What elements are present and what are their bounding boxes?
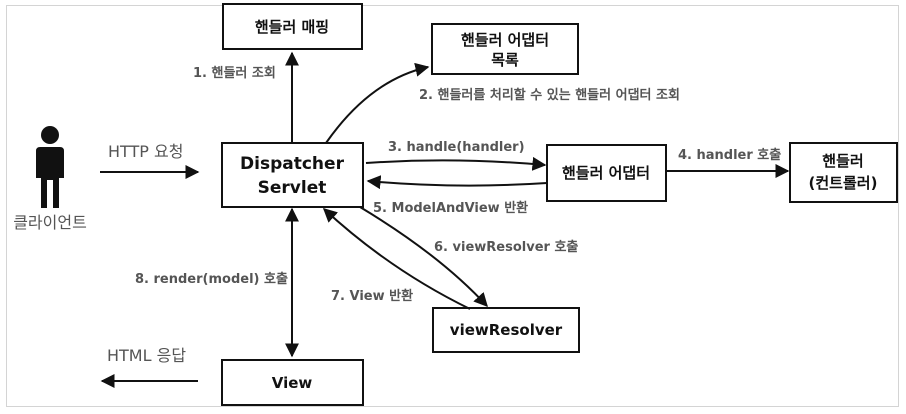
step8-label: 8. render(model) 호출	[135, 271, 288, 287]
handler-controller-box: 핸들러 (컨트롤러)	[789, 142, 898, 203]
step6-arrow	[359, 206, 488, 308]
view-resolver-label: viewResolver	[450, 321, 563, 339]
step4-label: 4. handler 호출	[678, 147, 781, 163]
view-box: View	[221, 359, 364, 406]
handler-mapping-box: 핸들러 매핑	[222, 3, 363, 50]
handler-label-line1: 핸들러	[822, 152, 863, 170]
view-label: View	[272, 374, 313, 392]
step6-label: 6. viewResolver 호출	[434, 239, 578, 255]
step1-label: 1. 핸들러 조회	[193, 65, 276, 81]
step2-arrow	[325, 62, 430, 144]
step5-label: 5. ModelAndView 반환	[373, 200, 528, 216]
view-resolver-box: viewResolver	[432, 307, 580, 353]
step2-label: 2. 핸들러를 처리할 수 있는 핸들러 어댑터 조회	[419, 87, 680, 103]
html-response-label: HTML 응답	[107, 346, 186, 365]
handler-mapping-label: 핸들러 매핑	[255, 18, 329, 36]
handler-adapter-label: 핸들러 어댑터	[562, 164, 650, 182]
adapter-list-label-line1: 핸들러 어댑터	[461, 31, 549, 49]
step5-arrow	[366, 175, 548, 190]
dispatcher-label-line2: Servlet	[258, 178, 327, 198]
step7-arrow	[322, 208, 471, 310]
handler-label-line2: (컨트롤러)	[809, 174, 878, 192]
client-label: 클라이언트	[13, 213, 87, 232]
dispatcher-label-line1: Dispatcher	[240, 154, 345, 174]
handler-adapter-box: 핸들러 어댑터	[546, 144, 667, 202]
client-actor-icon	[36, 126, 64, 208]
adapter-list-label-line2: 목록	[491, 51, 519, 69]
step7-label: 7. View 반환	[331, 288, 413, 304]
adapter-list-box: 핸들러 어댑터 목록	[431, 23, 579, 75]
dispatcher-servlet-box: Dispatcher Servlet	[221, 142, 364, 208]
step3-label: 3. handle(handler)	[388, 140, 525, 155]
http-request-label: HTTP 요청	[108, 142, 183, 161]
step3-arrow	[365, 156, 547, 171]
